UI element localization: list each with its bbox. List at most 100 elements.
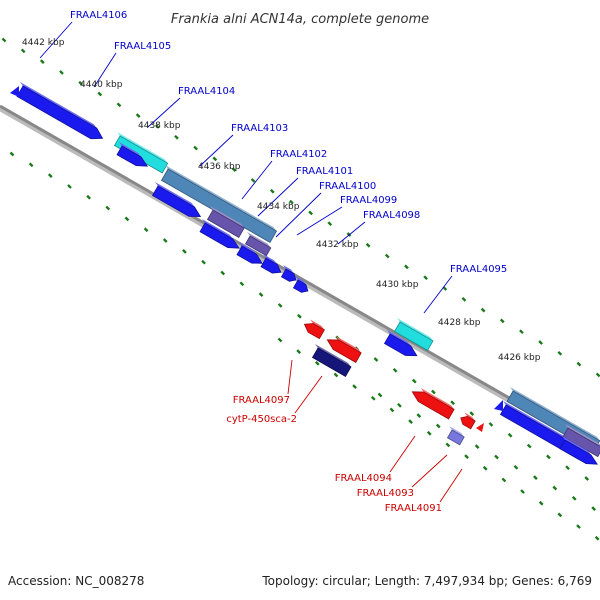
scale-label: 4430 kbp bbox=[376, 280, 419, 290]
guide-tick bbox=[526, 443, 532, 449]
cds-cytp450sca2-bevel bbox=[335, 336, 362, 353]
guide-tick bbox=[565, 465, 570, 471]
guide-tick bbox=[162, 238, 168, 243]
scale-tick bbox=[365, 242, 371, 248]
cds-fraal4106-body bbox=[16, 85, 104, 140]
cds-fraal4099-body bbox=[260, 257, 282, 274]
cds-fraal4101-body bbox=[236, 245, 263, 264]
guide-tick bbox=[296, 349, 302, 355]
guide-tick bbox=[411, 378, 417, 384]
gene-label-reverse: FRAAL4097 bbox=[233, 395, 290, 406]
cds-fraal4094-body bbox=[411, 391, 455, 420]
scale-label: 4436 kbp bbox=[198, 162, 241, 172]
map-title: Frankia alni ACN14a, complete genome bbox=[171, 12, 429, 27]
callout-line bbox=[39, 21, 73, 59]
callout-line bbox=[275, 192, 322, 238]
callout-line bbox=[337, 221, 366, 245]
scale-tick bbox=[154, 124, 160, 129]
guide-tick bbox=[576, 524, 581, 529]
gene-features bbox=[10, 82, 600, 465]
guide-tick bbox=[571, 495, 577, 501]
cds-fraal4104-bevel bbox=[155, 182, 195, 207]
cds-fraal4094 bbox=[411, 388, 455, 420]
cds-fraal4101-bevel bbox=[239, 242, 257, 255]
guide-tick bbox=[538, 500, 544, 506]
gene-callouts: FRAAL4106FRAAL4105FRAAL4104FRAAL4103FRAA… bbox=[39, 10, 507, 514]
guide-tick bbox=[220, 270, 226, 276]
cds-fraal4098-bevel bbox=[283, 265, 294, 274]
gene-fraal4103-bevel bbox=[165, 165, 277, 232]
scale-label: 4434 kbp bbox=[257, 202, 300, 212]
scale-tick bbox=[250, 178, 256, 183]
cds-fraal4098b-body bbox=[292, 279, 309, 293]
callout-line bbox=[241, 160, 273, 200]
callout-line bbox=[287, 359, 293, 395]
scale-tick bbox=[576, 361, 582, 367]
callout-line bbox=[147, 97, 181, 128]
guide-tick bbox=[373, 357, 379, 362]
gene-label-forward: FRAAL4095 bbox=[450, 264, 507, 275]
gene-fraal4103 bbox=[160, 165, 278, 243]
guide-tick bbox=[474, 444, 480, 449]
guide-tick bbox=[182, 249, 187, 254]
scale-tick bbox=[384, 253, 390, 259]
guide-tick bbox=[377, 392, 383, 398]
scale-tick bbox=[557, 350, 563, 356]
cds-right-b-bevel bbox=[565, 424, 600, 447]
guide-tick bbox=[314, 360, 320, 366]
cds-fraal4091 bbox=[446, 426, 465, 446]
gene-label-forward: FRAAL4103 bbox=[231, 123, 288, 134]
tick-marks bbox=[1, 37, 600, 541]
guide-tick bbox=[47, 173, 53, 178]
cds-fraal4093-bevel bbox=[464, 412, 476, 421]
guide-tick bbox=[435, 423, 441, 429]
scale-tick bbox=[20, 48, 26, 54]
cds-fraal4106-bevel bbox=[20, 82, 97, 129]
guide-tick bbox=[297, 313, 302, 319]
cds-fraal4102-body bbox=[206, 209, 245, 238]
guide-tick bbox=[501, 477, 507, 483]
callout-line bbox=[199, 134, 234, 167]
cds-fraal4104-body bbox=[151, 185, 202, 218]
cds-fraal4095-body bbox=[383, 333, 418, 357]
guide-tick bbox=[370, 395, 376, 401]
guide-tick bbox=[333, 372, 339, 378]
cds-fraal4102b-body bbox=[199, 222, 240, 249]
scale-tick bbox=[269, 188, 275, 194]
guide-tick bbox=[426, 430, 432, 436]
gene-label-forward: FRAAL4104 bbox=[178, 86, 235, 97]
callout-line bbox=[389, 435, 416, 473]
guide-tick bbox=[591, 506, 597, 511]
guide-tick bbox=[494, 454, 499, 460]
cds-right-c-bevel bbox=[562, 436, 591, 455]
cds-fraal4102 bbox=[206, 206, 245, 238]
callout-line bbox=[423, 275, 453, 314]
accession-text: Accession: NC_008278 bbox=[8, 574, 145, 588]
gene-label-forward: FRAAL4105 bbox=[114, 41, 171, 52]
cds-fraal4093 bbox=[460, 412, 476, 430]
scale-tick bbox=[289, 199, 294, 205]
scale-label: 4440 kbp bbox=[80, 80, 123, 90]
scale-tick bbox=[308, 210, 313, 216]
gene-cytp450sca2 bbox=[311, 344, 352, 377]
gene-label-forward: FRAAL4099 bbox=[340, 195, 397, 206]
scale-tick bbox=[346, 232, 352, 237]
guide-tick bbox=[488, 422, 494, 427]
guide-tick bbox=[513, 464, 519, 470]
gene-label-reverse: cytP-450sca-2 bbox=[226, 414, 297, 425]
cds-fraal4095 bbox=[383, 330, 418, 357]
scale-tick bbox=[39, 59, 45, 64]
cds-fraal4102-bevel bbox=[210, 206, 245, 228]
cds-right-c-body bbox=[559, 439, 598, 465]
gene-cytp450sca2-body bbox=[311, 347, 352, 377]
guide-tick bbox=[557, 512, 563, 518]
cds-cytp450sca2-body bbox=[326, 339, 362, 363]
guide-tick bbox=[105, 205, 111, 211]
guide-tick bbox=[416, 413, 422, 419]
topology-text: Topology: circular; Length: 7,497,934 bp… bbox=[262, 574, 592, 588]
scale-tick bbox=[461, 296, 467, 302]
scale-tick bbox=[1, 37, 7, 43]
orf-fraal4095-bevel bbox=[397, 318, 433, 341]
guide-tick bbox=[239, 281, 245, 287]
